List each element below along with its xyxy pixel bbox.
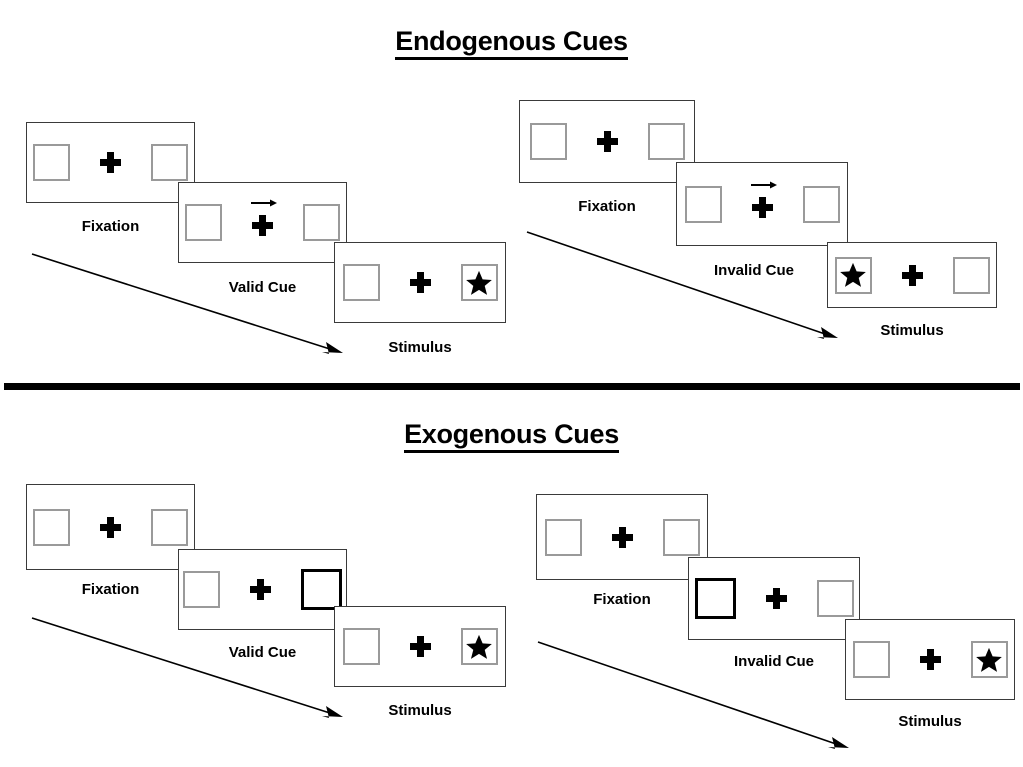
- placeholder-box-left: [544, 518, 582, 556]
- placeholder-box-left: [342, 628, 380, 665]
- cued-box-right: [301, 569, 342, 610]
- cued-box-left: [694, 578, 736, 619]
- placeholder-box-right: [802, 185, 840, 223]
- stage-label-endogenous-valid-stimulus: Stimulus: [388, 339, 452, 356]
- arrow-right-icon: [750, 181, 777, 188]
- trial-frame-endogenous-valid-fixation: [26, 122, 195, 203]
- plus-icon: [611, 526, 633, 548]
- trial-frame-endogenous-valid-cue: [178, 182, 347, 263]
- stage-label-endogenous-invalid-fixation: Fixation: [578, 198, 636, 215]
- frame-content: [828, 243, 996, 307]
- time-flow-arrow-exogenous-valid: [31, 617, 343, 718]
- target-box-right: [460, 628, 498, 665]
- placeholder-box-left: [529, 123, 567, 160]
- star-icon: [466, 634, 492, 659]
- plus-icon: [100, 516, 121, 538]
- target-box-left: [834, 256, 872, 294]
- stage-label-exogenous-valid-stimulus: Stimulus: [388, 702, 452, 719]
- frame-content: [677, 163, 847, 245]
- trial-frame-exogenous-invalid-stimulus: [845, 619, 1015, 700]
- section-divider: [4, 383, 1020, 390]
- arrow-right-icon: [251, 199, 277, 207]
- frame-content: [179, 550, 346, 629]
- target-box-right: [970, 641, 1008, 678]
- trial-frame-endogenous-valid-stimulus: [334, 242, 506, 323]
- plus-icon: [409, 636, 431, 657]
- placeholder-box-left: [33, 144, 70, 181]
- stage-label-endogenous-invalid-cue: Invalid Cue: [713, 262, 795, 279]
- trial-frame-endogenous-invalid-stimulus: [827, 242, 997, 308]
- cue-arrow-and-plus: [750, 181, 777, 218]
- plus-icon: [100, 152, 121, 173]
- placeholder-box-right: [647, 123, 685, 160]
- frame-content: [27, 123, 194, 202]
- frame-content: [335, 607, 505, 686]
- plus-icon: [252, 215, 273, 236]
- placeholder-box-right: [151, 508, 188, 546]
- time-flow-arrow-endogenous-invalid: [526, 231, 838, 339]
- plus-icon: [409, 272, 431, 293]
- plus-icon: [919, 649, 941, 670]
- placeholder-box-right: [662, 518, 700, 556]
- section-title-endogenous-text: Endogenous Cues: [395, 26, 628, 60]
- placeholder-box-right: [816, 580, 854, 617]
- cue-arrow-and-plus: [251, 199, 277, 236]
- placeholder-box-left: [183, 571, 220, 608]
- trial-frame-endogenous-invalid-fixation: [519, 100, 695, 183]
- stage-label-endogenous-valid-cue: Valid Cue: [228, 279, 297, 296]
- placeholder-box-left: [33, 508, 70, 546]
- trial-frame-exogenous-valid-fixation: [26, 484, 195, 570]
- section-title-exogenous: Exogenous Cues: [0, 419, 1023, 453]
- stage-label-endogenous-valid-fixation: Fixation: [81, 218, 140, 235]
- stage-label-exogenous-valid-cue: Valid Cue: [228, 644, 297, 661]
- trial-frame-exogenous-valid-cue: [178, 549, 347, 630]
- placeholder-box-left: [342, 264, 380, 301]
- trial-frame-exogenous-valid-stimulus: [334, 606, 506, 687]
- plus-icon: [751, 196, 773, 218]
- frame-content: [335, 243, 505, 322]
- star-icon: [466, 270, 492, 295]
- star-icon: [840, 262, 866, 287]
- placeholder-box-left: [185, 204, 222, 241]
- frame-content: [179, 183, 346, 262]
- placeholder-box-right: [952, 256, 990, 294]
- placeholder-box-right: [151, 144, 188, 181]
- plus-icon: [765, 588, 787, 609]
- target-box-right: [460, 264, 498, 301]
- frame-content: [846, 620, 1014, 699]
- trial-frame-exogenous-invalid-fixation: [536, 494, 708, 580]
- plus-icon: [250, 579, 271, 600]
- time-flow-arrow-exogenous-invalid: [537, 641, 849, 749]
- time-flow-arrow-endogenous-valid: [31, 253, 343, 354]
- stage-label-exogenous-invalid-stimulus: Stimulus: [898, 713, 962, 730]
- frame-content: [537, 495, 707, 579]
- plus-icon: [596, 131, 618, 152]
- frame-content: [520, 101, 694, 182]
- trial-frame-exogenous-invalid-cue: [688, 557, 860, 640]
- stage-label-exogenous-valid-fixation: Fixation: [81, 581, 140, 598]
- placeholder-box-left: [852, 641, 890, 678]
- placeholder-box-right: [303, 204, 340, 241]
- frame-content: [27, 485, 194, 569]
- plus-icon: [901, 264, 923, 286]
- stage-label-endogenous-invalid-stimulus: Stimulus: [880, 322, 944, 339]
- section-title-exogenous-text: Exogenous Cues: [404, 419, 619, 453]
- frame-content: [689, 558, 859, 639]
- stage-label-exogenous-invalid-fixation: Fixation: [593, 591, 651, 608]
- placeholder-box-left: [684, 185, 722, 223]
- trial-frame-endogenous-invalid-cue: [676, 162, 848, 246]
- star-icon: [976, 647, 1002, 672]
- stage-label-exogenous-invalid-cue: Invalid Cue: [733, 653, 815, 670]
- section-title-endogenous: Endogenous Cues: [0, 26, 1023, 60]
